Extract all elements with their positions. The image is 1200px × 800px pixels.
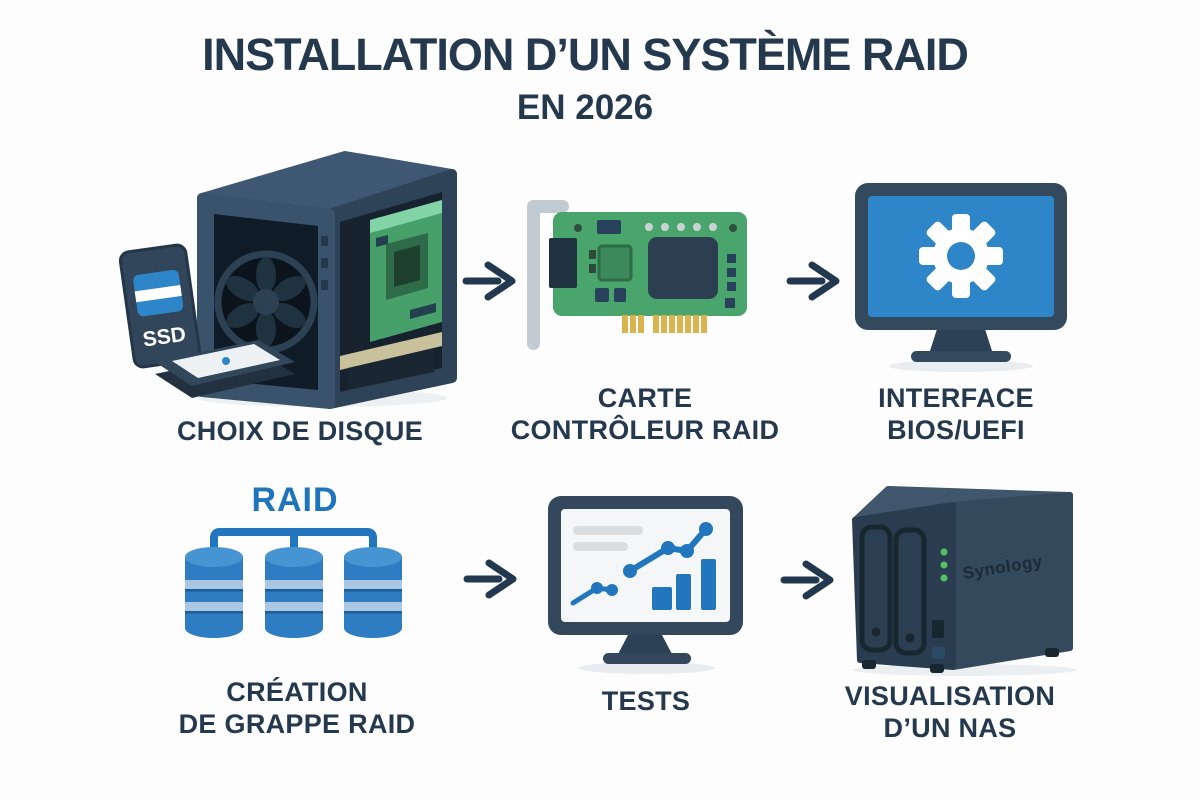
nas-feet [862, 648, 1059, 673]
drive-bay [348, 348, 434, 390]
text-placeholder-lines [573, 526, 643, 551]
motherboard-edge [340, 332, 442, 370]
monitor-base [603, 653, 691, 664]
title-line-1: INSTALLATION D’UN SYSTÈME RAID [202, 29, 969, 80]
pci-bracket [527, 200, 569, 350]
drive-bays [859, 524, 927, 656]
step-label-interface-bios: INTERFACE BIOS/UEFI [878, 383, 1034, 445]
monitor-with-gear-icon [845, 178, 1075, 378]
database-cylinder [344, 547, 402, 638]
step-label-choix-de-disque: CHOIX DE DISQUE [176, 416, 424, 446]
monitor-shadow [579, 662, 715, 674]
case-fan-icon [214, 250, 318, 354]
status-leds [940, 548, 948, 582]
internal-pcb [370, 200, 442, 342]
title-line-2: EN 2026 [516, 87, 654, 127]
arrow-right-icon [463, 557, 519, 606]
line-chart-icon [570, 522, 713, 606]
bar-chart-icon [652, 559, 716, 610]
arrow-right-icon [780, 558, 836, 607]
raid-controller-card-icon [515, 190, 775, 360]
pcb-board [549, 212, 747, 316]
hdd-drive [155, 340, 295, 398]
step-label-carte-controleur: CARTE CONTRÔLEUR RAID [510, 383, 780, 445]
step-label-creation-grappe: CRÉATION DE GRAPPE RAID [178, 677, 416, 739]
raid-word-label: RAID [251, 481, 339, 519]
arrow-right-icon [462, 259, 518, 308]
monitor-stand [617, 635, 673, 656]
edge-connector-pins [622, 315, 707, 333]
monitor-shadow [889, 360, 1033, 372]
gear-icon [919, 214, 1003, 298]
monitor-stand [929, 326, 993, 354]
raid-disk-cluster-icon [165, 480, 425, 660]
database-cylinder [185, 547, 243, 638]
step-label-tests: TESTS [601, 686, 691, 716]
monitor-with-charts-icon [535, 488, 755, 678]
nas-body [852, 486, 1073, 673]
monitor-base [911, 351, 1011, 362]
power-button [932, 647, 945, 659]
synology-nas-icon [840, 472, 1110, 677]
page-title: INSTALLATION D’UN SYSTÈME RAID EN 2026 [0, 30, 1170, 128]
ssd-drive: SSD [118, 243, 202, 369]
nas-shadow [853, 664, 1077, 676]
front-panel-switches [321, 236, 328, 290]
pc-case [197, 151, 457, 409]
usb-port [932, 620, 944, 638]
pc-case-with-ssd-icon: SSD [110, 140, 470, 410]
database-cylinder [265, 547, 323, 638]
step-label-visualisation-nas: VISUALISATION D’UN NAS [844, 681, 1056, 743]
solder-dots [645, 223, 717, 231]
controller-chip [648, 237, 718, 299]
arrow-right-icon [786, 259, 842, 308]
